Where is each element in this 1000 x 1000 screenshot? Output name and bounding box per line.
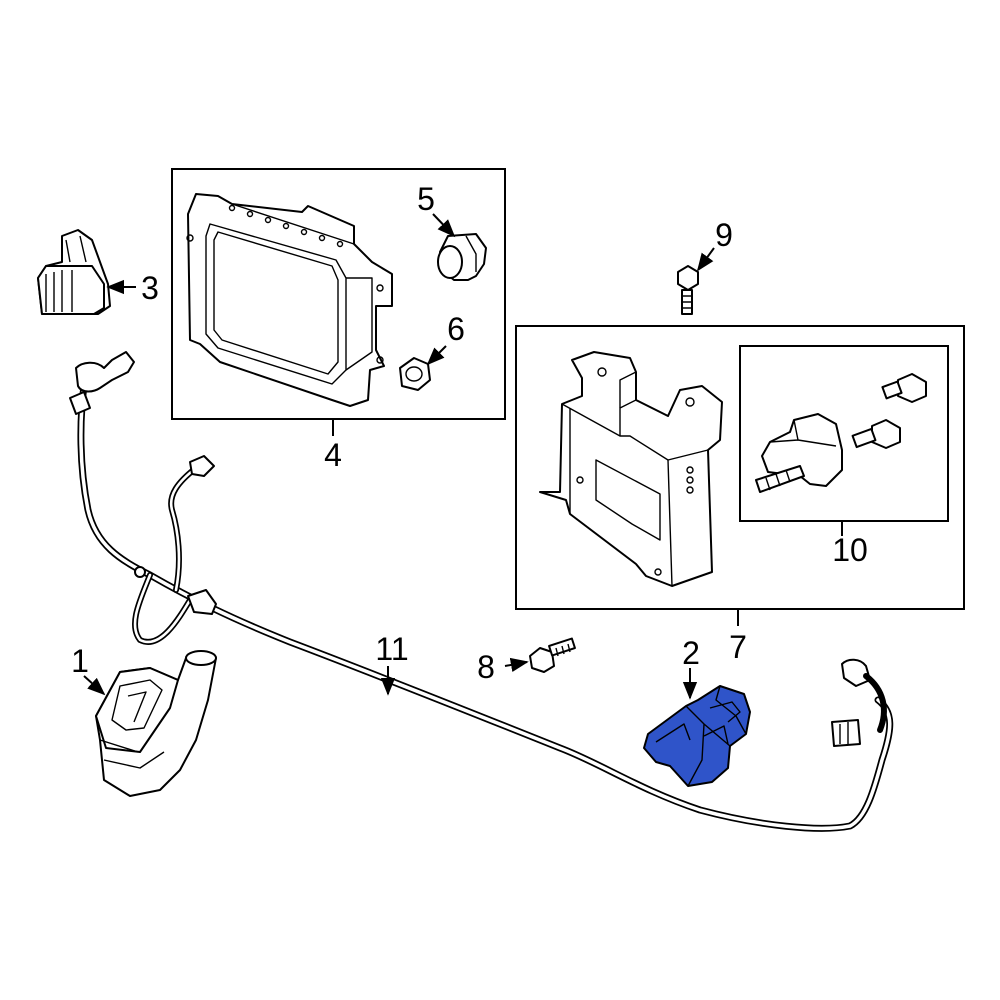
mounting-bracket — [539, 351, 723, 587]
leader-lines — [83, 213, 843, 700]
sensor-assembly — [755, 373, 927, 493]
callout-2: 2 — [682, 635, 700, 671]
sensor-module — [95, 650, 217, 797]
group-box-4 — [171, 168, 506, 420]
control-unit — [186, 193, 393, 407]
highlighted-bracket-body — [643, 685, 751, 787]
group-box-7 — [515, 325, 965, 610]
callout-8: 8 — [477, 649, 495, 685]
wiring-harness — [69, 351, 894, 832]
group-box-10 — [739, 345, 949, 522]
callout-4: 4 — [324, 437, 342, 473]
callout-10: 10 — [832, 532, 868, 568]
callout-9: 9 — [715, 217, 733, 253]
bolt-9 — [677, 265, 699, 315]
callout-1: 1 — [71, 643, 89, 679]
callout-5: 5 — [417, 181, 435, 217]
callout-11: 11 — [375, 631, 408, 667]
grommet — [437, 233, 487, 281]
bolt-8 — [529, 637, 576, 673]
callout-3: 3 — [141, 270, 159, 306]
sensor-bracket — [37, 229, 111, 315]
callout-6: 6 — [447, 311, 465, 347]
hex-nut — [399, 357, 431, 391]
highlighted-bracket — [643, 685, 751, 787]
callout-7: 7 — [729, 629, 747, 665]
